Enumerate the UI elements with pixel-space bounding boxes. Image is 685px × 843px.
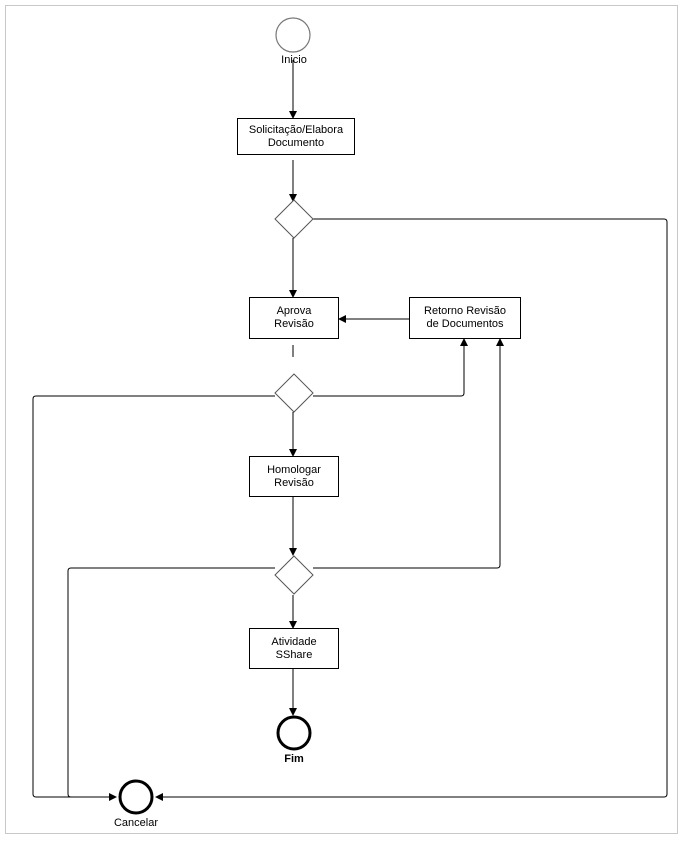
flow-gateway2-to-cancelar xyxy=(32,395,275,801)
decision-gateway-1[interactable] xyxy=(274,199,314,239)
flow-gateway2-to-retorno xyxy=(313,338,468,397)
end-event[interactable] xyxy=(276,715,312,751)
task-homologar-revisao[interactable]: Homologar Revisão xyxy=(249,456,339,497)
flow-gateway3-to-retorno xyxy=(313,338,504,569)
flow-gateway1-to-cancelar xyxy=(155,218,668,801)
task-atividade-sshare[interactable]: Atividade SShare xyxy=(249,628,339,669)
task-retorno-revisao[interactable]: Retorno Revisão de Documentos xyxy=(409,297,521,339)
start-event-label: Inicio xyxy=(281,54,307,66)
decision-gateway-2[interactable] xyxy=(274,373,314,413)
cancel-end-event[interactable] xyxy=(118,779,154,815)
cancel-event-label: Cancelar xyxy=(113,817,159,829)
start-event[interactable] xyxy=(275,17,311,53)
flow-gateway3-to-cancelar xyxy=(67,567,275,798)
task-aprova-revisao[interactable]: Aprova Revisão xyxy=(249,297,339,339)
end-event-label: Fim xyxy=(284,753,304,765)
decision-gateway-3[interactable] xyxy=(274,555,314,595)
task-elabora-documento[interactable]: Solicitação/Elabora Documento xyxy=(237,118,355,155)
